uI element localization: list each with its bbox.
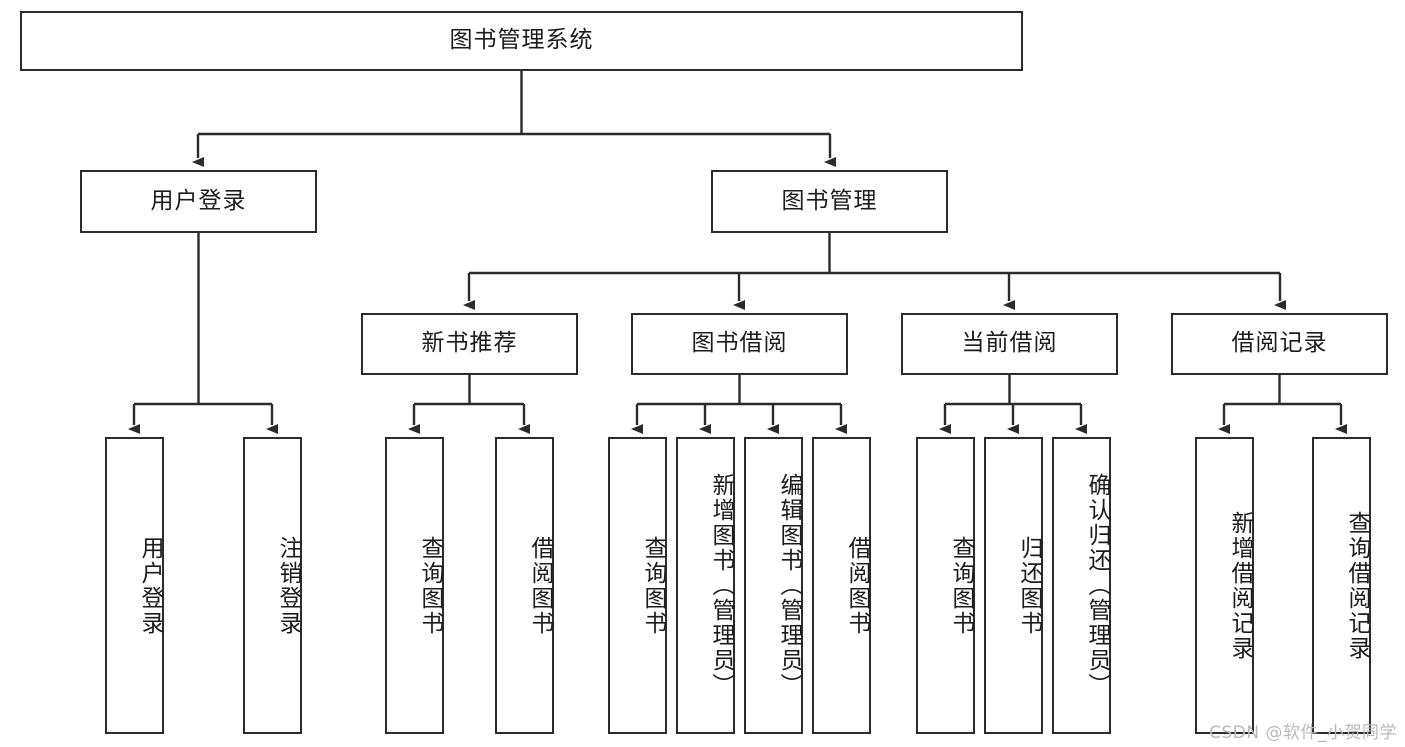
leaf-current-confirm-return-admin[interactable]: 确认归还（管理员） xyxy=(1052,437,1111,734)
leaf-borrow-add-book-admin[interactable]: 新增图书（管理员） xyxy=(676,437,735,734)
leaf-recommend-query-book[interactable]: 查询图书 xyxy=(385,437,444,734)
leaf-user-login-login[interactable]: 用户登录 xyxy=(105,437,164,734)
node-new-book-recommend[interactable]: 新书推荐 xyxy=(361,313,578,375)
leaf-record-add-record[interactable]: 新增借阅记录 xyxy=(1195,437,1254,734)
leaf-borrow-edit-book-admin[interactable]: 编辑图书（管理员） xyxy=(744,437,803,734)
leaf-record-query-record[interactable]: 查询借阅记录 xyxy=(1312,437,1371,734)
leaf-current-query-book[interactable]: 查询图书 xyxy=(916,437,975,734)
leaf-user-login-logout[interactable]: 注销登录 xyxy=(243,437,302,734)
node-user-login[interactable]: 用户登录 xyxy=(80,170,317,233)
node-borrow-record[interactable]: 借阅记录 xyxy=(1171,313,1388,375)
node-book-borrow[interactable]: 图书借阅 xyxy=(631,313,848,375)
leaf-borrow-borrow-book[interactable]: 借阅图书 xyxy=(812,437,871,734)
node-book-management[interactable]: 图书管理 xyxy=(711,170,948,233)
leaf-borrow-query-book[interactable]: 查询图书 xyxy=(608,437,667,734)
watermark-text: CSDN @软件_小贺同学 xyxy=(1209,723,1397,743)
node-root-system[interactable]: 图书管理系统 xyxy=(20,11,1023,71)
leaf-recommend-borrow-book[interactable]: 借阅图书 xyxy=(495,437,554,734)
node-current-borrow[interactable]: 当前借阅 xyxy=(901,313,1118,375)
leaf-current-return-book[interactable]: 归还图书 xyxy=(984,437,1043,734)
